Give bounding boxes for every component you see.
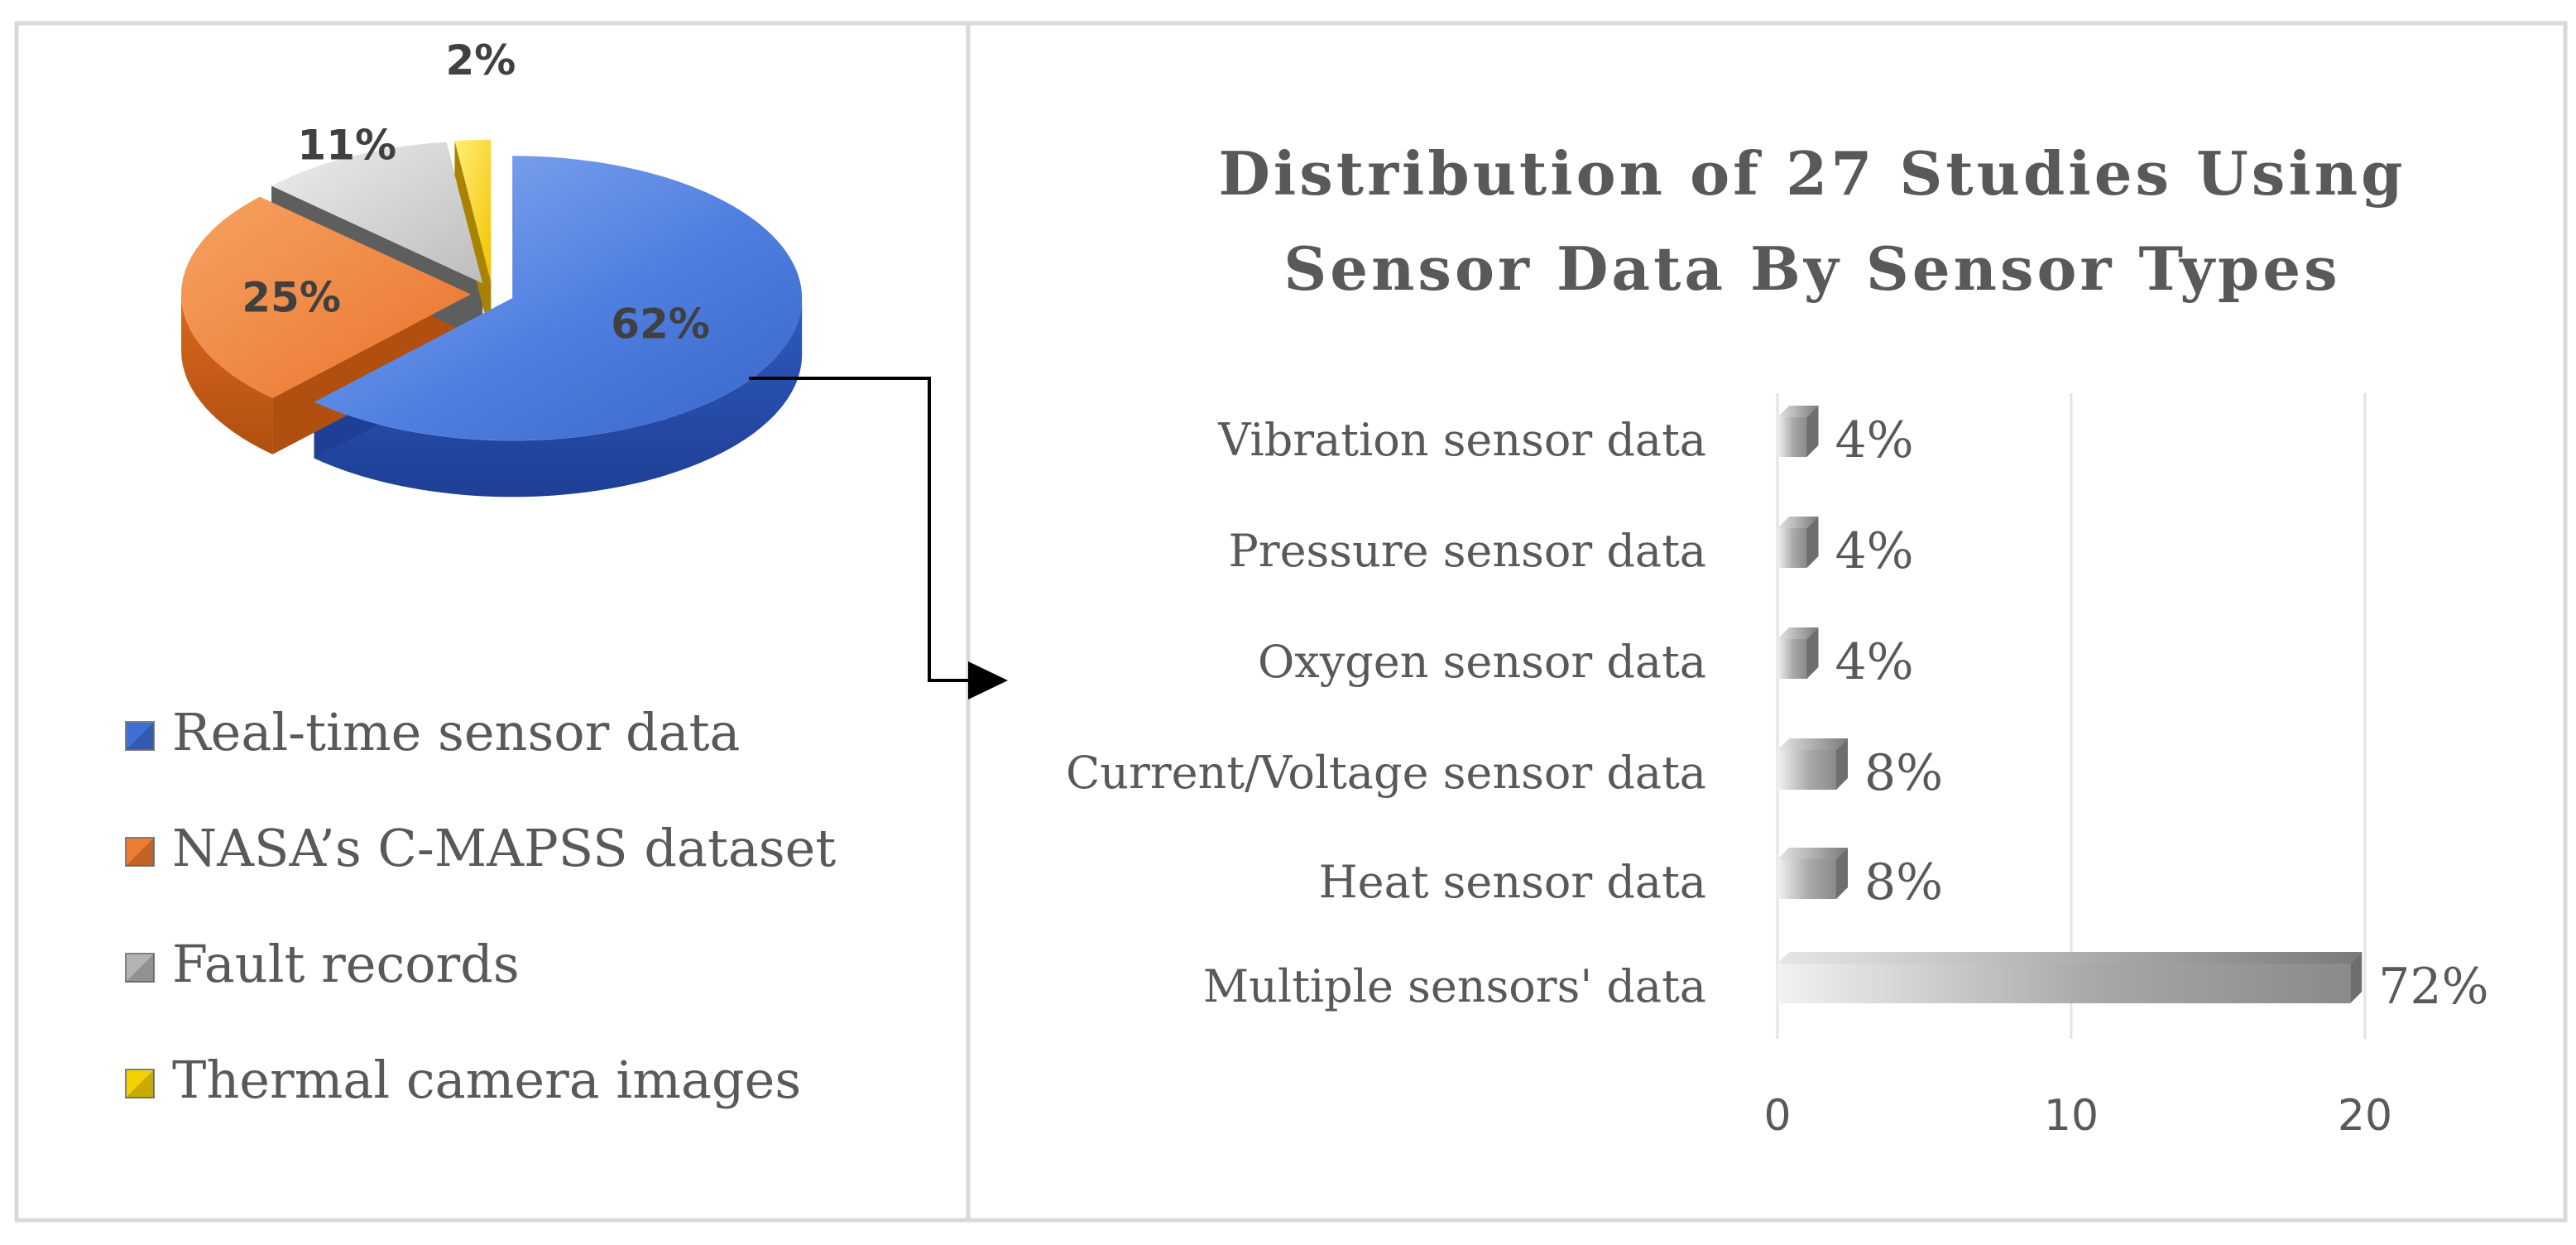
pie-slice xyxy=(314,156,803,441)
pie-slice xyxy=(181,196,472,398)
legend-label: Fault records xyxy=(172,934,520,994)
pie-slice-side xyxy=(181,294,273,454)
bar-data-labels: 4% 4% 4% 8% 8% 72% xyxy=(1835,411,2489,1016)
category-label: Pressure sensor data xyxy=(1228,525,1706,577)
data-label: 4% xyxy=(1835,633,1914,691)
pie-slice xyxy=(454,139,492,282)
category-label: Vibration sensor data xyxy=(1217,414,1706,466)
pie-value-label: 25% xyxy=(242,273,341,321)
pie-slice-face xyxy=(454,141,492,339)
bar-end xyxy=(1806,627,1819,679)
bar-top xyxy=(1777,738,1848,750)
legend-item: Fault records xyxy=(125,934,520,994)
bar-front xyxy=(1777,750,1836,790)
bar-front xyxy=(1777,964,2351,1003)
bar-front xyxy=(1777,528,1807,568)
bar xyxy=(1777,952,2363,1003)
data-label: 72% xyxy=(2378,958,2488,1016)
pie-value-label: 11% xyxy=(297,121,396,169)
bar xyxy=(1777,848,1848,899)
legend-swatch-shade xyxy=(126,954,154,982)
bar-gridlines xyxy=(1776,393,2367,1039)
legend-swatch-shade xyxy=(126,838,154,866)
x-tick-label: 10 xyxy=(2044,1091,2099,1141)
left-panel-border xyxy=(14,21,971,1223)
pie-value-label: 62% xyxy=(611,300,710,349)
bar-series xyxy=(1777,406,2363,1003)
bar xyxy=(1777,627,1819,679)
legend-label: Thermal camera images xyxy=(172,1050,801,1110)
legend-swatch-shade xyxy=(126,1070,154,1098)
bar-chart-title: Distribution of 27 Studies Using Sensor … xyxy=(1218,138,2406,304)
bar xyxy=(1777,406,1819,457)
data-label: 4% xyxy=(1835,522,1914,580)
pie-slice-side xyxy=(314,298,803,498)
legend-label: Real-time sensor data xyxy=(172,702,741,762)
data-label: 8% xyxy=(1864,853,1943,911)
category-label: Current/Voltage sensor data xyxy=(1066,747,1706,799)
chart-title-line-2: Sensor Data By Sensor Types xyxy=(1283,233,2340,304)
bar-top xyxy=(1777,952,2363,964)
pie-slices xyxy=(181,139,803,441)
chart-title-line-1: Distribution of 27 Studies Using xyxy=(1218,138,2406,209)
x-tick-label: 20 xyxy=(2338,1091,2392,1141)
bar-top xyxy=(1777,517,1819,528)
right-panel-border xyxy=(966,21,2568,1223)
legend-label: NASA’s C-MAPSS dataset xyxy=(172,818,836,878)
pie-value-labels: 62% 25% 11% 2% xyxy=(242,36,710,349)
data-label: 8% xyxy=(1864,744,1943,802)
category-label: Oxygen sensor data xyxy=(1258,636,1706,688)
legend-item: Real-time sensor data xyxy=(125,702,741,762)
pie-slice xyxy=(271,142,483,284)
bar-end xyxy=(1836,738,1848,790)
bar-top xyxy=(1777,406,1819,417)
bar-end xyxy=(1836,848,1848,899)
legend-item: NASA’s C-MAPSS dataset xyxy=(125,818,836,878)
bar-end xyxy=(1806,517,1819,568)
legend-swatch xyxy=(125,1069,155,1098)
bar-end xyxy=(2350,952,2363,1003)
data-label: 4% xyxy=(1835,411,1914,469)
bar-x-tick-labels: 0 10 20 xyxy=(1763,1091,2392,1141)
legend-swatch xyxy=(125,721,155,751)
pie-value-label: 2% xyxy=(445,36,516,84)
bar xyxy=(1777,738,1848,790)
bar-front xyxy=(1777,417,1807,457)
bar-top xyxy=(1777,627,1819,639)
category-label: Heat sensor data xyxy=(1319,856,1706,908)
bar-front xyxy=(1777,639,1807,679)
legend-swatch xyxy=(125,837,155,867)
legend-item: Thermal camera images xyxy=(125,1050,801,1110)
category-label: Multiple sensors' data xyxy=(1203,960,1706,1012)
x-tick-label: 0 xyxy=(1763,1091,1791,1141)
bar-top xyxy=(1777,848,1848,859)
connector-arrow xyxy=(749,377,1008,699)
bar-end xyxy=(1806,406,1819,457)
legend-swatch xyxy=(125,953,155,983)
bar xyxy=(1777,517,1819,568)
arrow-head-icon xyxy=(968,661,1008,699)
legend-swatch-shade xyxy=(126,722,154,750)
bar-front xyxy=(1777,859,1836,899)
